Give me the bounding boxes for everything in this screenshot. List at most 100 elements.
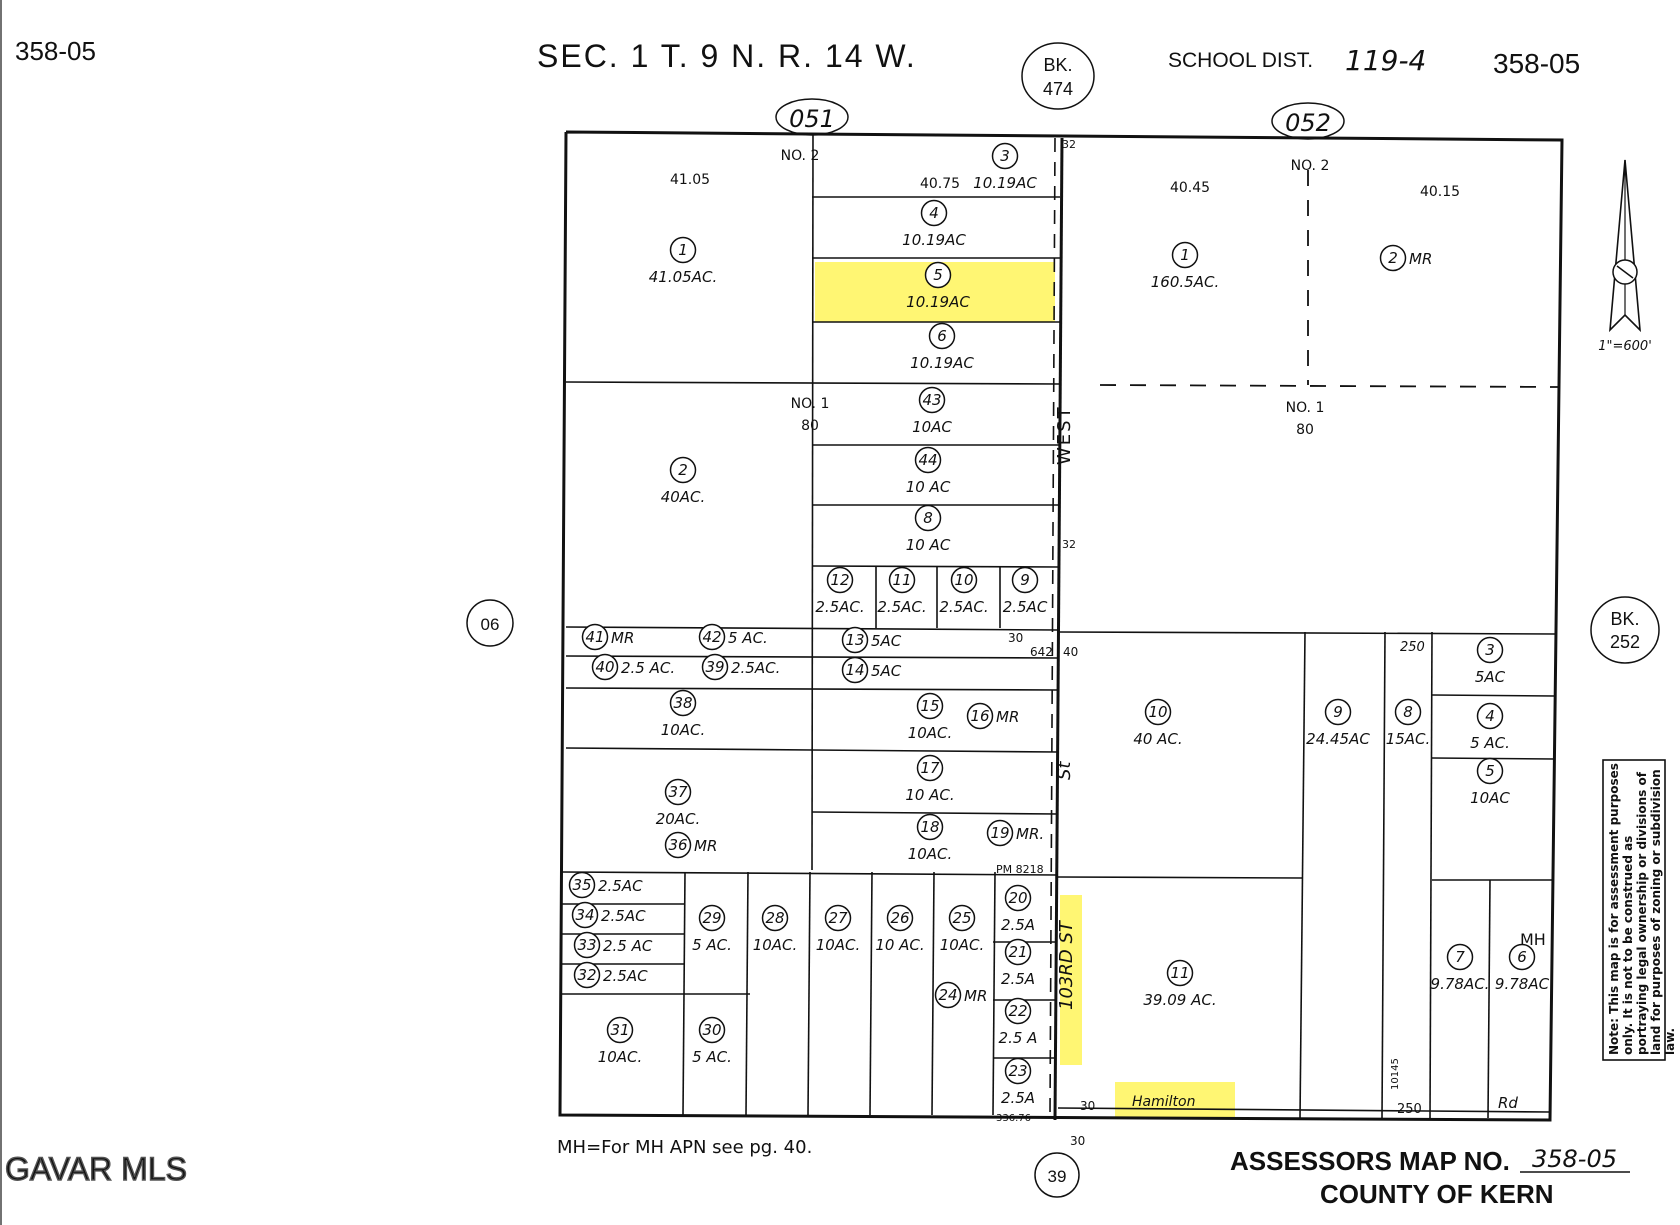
neighbor-06-label: 06 (481, 615, 500, 634)
parcel-lines-left (561, 133, 1061, 1116)
parcel-number: 38 (673, 694, 692, 712)
mh-footnote: MH=For MH APN see pg. 40. (557, 1137, 812, 1158)
dim-250a: 250 (1400, 640, 1425, 655)
parcel-number-circle (918, 386, 946, 414)
parcel-number: 11 (892, 571, 911, 589)
parcel-area: 2.5AC (1003, 598, 1048, 616)
map-boundary (558, 130, 1564, 1122)
parcel-area: 10.19AC (902, 231, 966, 249)
street-highlight (1060, 895, 1082, 1065)
parcel-number-circle (1166, 959, 1194, 987)
parcel-number: 34 (575, 906, 594, 924)
parcel-area: 5 AC. (692, 936, 732, 954)
parcel-42: 42 5 AC. (698, 623, 768, 651)
parcel-area: 39.09 AC. (1143, 991, 1216, 1009)
parcel-area: 10AC. (598, 1048, 643, 1066)
parcel-number-circle (826, 566, 854, 594)
parcel-area: MR. (1016, 825, 1044, 843)
parcel-area: 10 AC. (875, 936, 924, 954)
parcel-number-circle (928, 322, 956, 350)
parcel-area: 160.5AC. (1151, 273, 1219, 291)
parcel-22: 22 2.5 A (999, 997, 1038, 1047)
parcel-number-circle (950, 566, 978, 594)
parcel-number: 41 (585, 628, 604, 646)
parcel-area: 2.5AC. (939, 598, 988, 616)
map-number-left: 358-05 (15, 36, 96, 66)
parcel-area: 20AC. (656, 810, 701, 828)
book-474-line1: BK. (1043, 55, 1072, 75)
map-scale: 1"=600' (1598, 339, 1652, 354)
parcel-number: 42 (702, 628, 721, 646)
parcel-number-circle (1324, 698, 1352, 726)
dim-642: 642 (1030, 645, 1053, 659)
parcel-area: 2.5 A (999, 1029, 1038, 1047)
parcel-number: 2 (1388, 249, 1398, 267)
parcel-number-circle (1476, 757, 1504, 785)
parcel-number-circle (664, 831, 692, 859)
parcel-number-circle (1476, 702, 1504, 730)
parcel-29: 295 AC. (692, 904, 732, 954)
book-474-line2: 474 (1043, 79, 1073, 99)
parcel-area: 5AC (871, 662, 902, 680)
parcel-area: 2.5A (1001, 970, 1035, 988)
parcel-number-circle (581, 623, 609, 651)
parcel-area: 5 AC. (728, 629, 768, 647)
parcel-number: 24 (938, 986, 957, 1004)
parcel-area: 10AC. (753, 936, 798, 954)
block-052-label: 052 (1285, 109, 1331, 137)
parcel-number: 10 (954, 571, 973, 589)
parcel-number: 43 (922, 391, 941, 409)
parcel-number: 31 (610, 1021, 629, 1039)
parcel-number-circle (701, 653, 729, 681)
parcel-number: 6 (937, 327, 947, 345)
dim-32a: 32 (1062, 138, 1076, 151)
parcel-number-circle (573, 961, 601, 989)
parcel-number-circle (924, 261, 952, 289)
parcel-area: 2.5AC. (815, 598, 864, 616)
parcel-area: 5AC (1475, 668, 1506, 686)
book-252-line2: 252 (1610, 632, 1640, 652)
parcel-11: 11 2.5AC. (877, 566, 927, 616)
parcel-6: 69.78AC (1495, 943, 1550, 993)
parcel-10: 10 2.5AC. (939, 566, 989, 616)
street-west: WEST (1054, 405, 1075, 465)
parcel-area: 5AC (871, 632, 902, 650)
parcel-number-circle (914, 446, 942, 474)
parcel-number-circle (1446, 943, 1474, 971)
parcel-number: 40 (595, 658, 614, 676)
dim-30a: 30 (1008, 631, 1023, 645)
parcel-number: 8 (1403, 703, 1413, 721)
parcel-number: 16 (970, 707, 989, 725)
parcel-area: 9.78AC (1495, 975, 1550, 993)
parcel-30: 305 AC. (692, 1016, 732, 1066)
lot-no1-left: NO. 1 (791, 396, 830, 412)
parcel-area: 10AC. (940, 936, 985, 954)
parcel-6: 610.19AC (910, 322, 974, 372)
parcel-number: 22 (1008, 1002, 1027, 1020)
parcel-12: 122.5AC. (815, 566, 865, 616)
parcel-20: 202.5A (1001, 884, 1035, 934)
parcel-area: 10AC. (908, 724, 953, 742)
parcel-number: 30 (702, 1021, 721, 1039)
parcel-number: 36 (668, 836, 687, 854)
street-hamilton: Hamilton (1132, 1094, 1195, 1110)
mobile-home-tag: MH (1520, 930, 1546, 949)
parcel-number: 39 (705, 658, 724, 676)
parcel-area: 2.5AC. (877, 598, 926, 616)
lot-80-left: 80 (801, 418, 819, 434)
parcel-number: 23 (1008, 1062, 1027, 1080)
parcel-7: 79.78AC. (1431, 943, 1489, 993)
parcel-number: 5 (933, 266, 943, 284)
parcel-1: 141.05AC. (649, 236, 717, 286)
